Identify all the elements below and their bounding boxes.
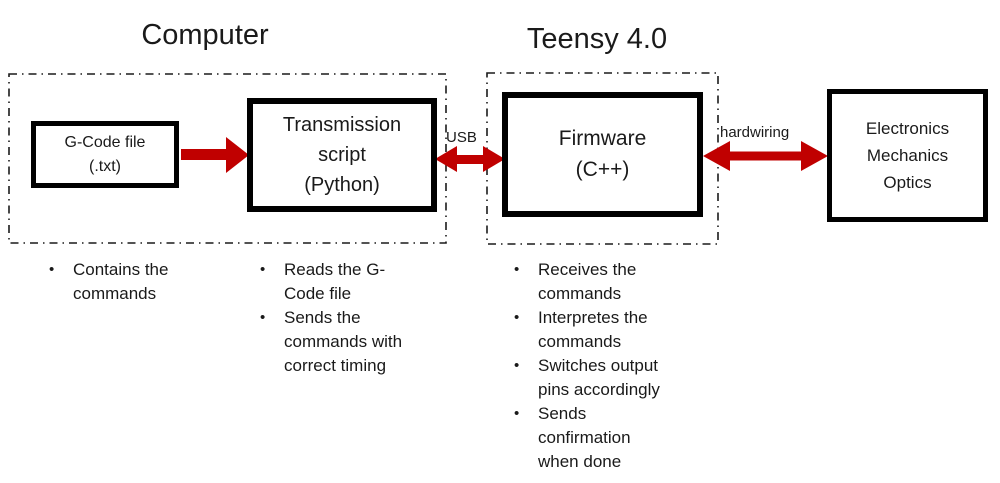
gcode-notes-list: Contains the commands <box>47 258 242 306</box>
list-item: Reads the G- Code file <box>258 258 453 306</box>
list-item: Receives the commands <box>512 258 707 306</box>
list-item: Sends the commands with correct timing <box>258 306 453 378</box>
list-item: Interpretes the commands <box>512 306 707 354</box>
hardwiring-label: hardwiring <box>720 124 790 141</box>
list-item: Contains the commands <box>47 258 242 306</box>
hardwiring-arrow <box>703 141 828 171</box>
usb-arrow <box>435 146 505 172</box>
firmware-notes-list: Receives the commands Interpretes the co… <box>512 258 707 474</box>
list-item: Switches output pins accordingly <box>512 354 707 402</box>
gcode-to-transmission-arrow <box>181 137 249 173</box>
transmission-script-box: Transmission script (Python) <box>247 98 437 212</box>
firmware-box: Firmware (C++) <box>502 92 703 217</box>
electronics-mechanics-optics-box: Electronics Mechanics Optics <box>827 89 988 222</box>
computer-group-title: Computer <box>141 19 269 51</box>
gcode-file-box: G-Code file (.txt) <box>31 121 179 188</box>
transmission-notes-list: Reads the G- Code file Sends the command… <box>258 258 453 378</box>
teensy-group-title: Teensy 4.0 <box>526 23 668 55</box>
usb-label: USB <box>446 129 477 146</box>
list-item: Sends confirmation when done <box>512 402 707 474</box>
